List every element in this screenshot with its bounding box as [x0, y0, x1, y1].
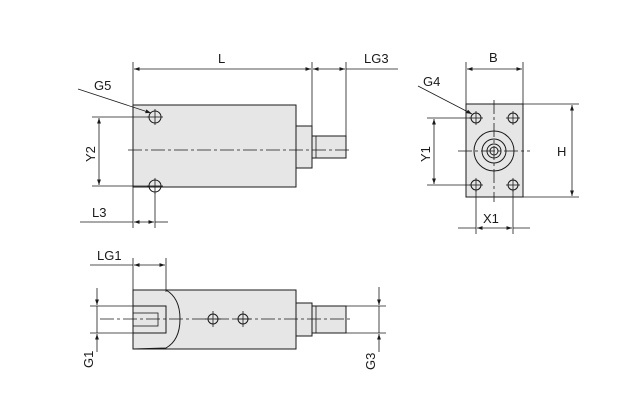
dim-B-label: B — [489, 50, 498, 65]
top-view-body — [132, 104, 297, 188]
bottom-view-body — [132, 289, 297, 350]
end-view-hole-tr — [506, 111, 520, 125]
top-view: L LG3 G5 Y2 L3 — [77, 51, 398, 228]
leader-G5 — [77, 88, 152, 114]
dim-L-label: L — [218, 51, 225, 66]
bottom-view-hole-2 — [235, 311, 251, 327]
dim-G1-label: G1 — [81, 351, 96, 368]
bottom-view-hole-1 — [205, 311, 221, 327]
dim-LG3-label: LG3 — [364, 51, 389, 66]
top-view-shaft — [311, 135, 347, 159]
dim-L3-label: L3 — [92, 205, 106, 220]
dim-H-label: H — [557, 144, 566, 159]
top-view-neck — [295, 125, 313, 169]
dim-LG1-label: LG1 — [97, 248, 122, 263]
end-view: B G4 Y1 H X1 — [417, 50, 579, 234]
bottom-view: LG1 G1 G3 — [81, 248, 386, 370]
dim-Y1-label: Y1 — [418, 146, 433, 162]
dim-G3-label: G3 — [363, 353, 378, 370]
bottom-view-neck — [295, 302, 313, 337]
dim-X1-label: X1 — [483, 211, 499, 226]
dim-Y2-label: Y2 — [83, 146, 98, 162]
bottom-view-shaft — [311, 305, 347, 334]
label-G5: G5 — [94, 78, 111, 93]
end-view-hole-tl — [469, 111, 483, 125]
label-G4: G4 — [423, 74, 440, 89]
leader-G4 — [417, 85, 473, 115]
